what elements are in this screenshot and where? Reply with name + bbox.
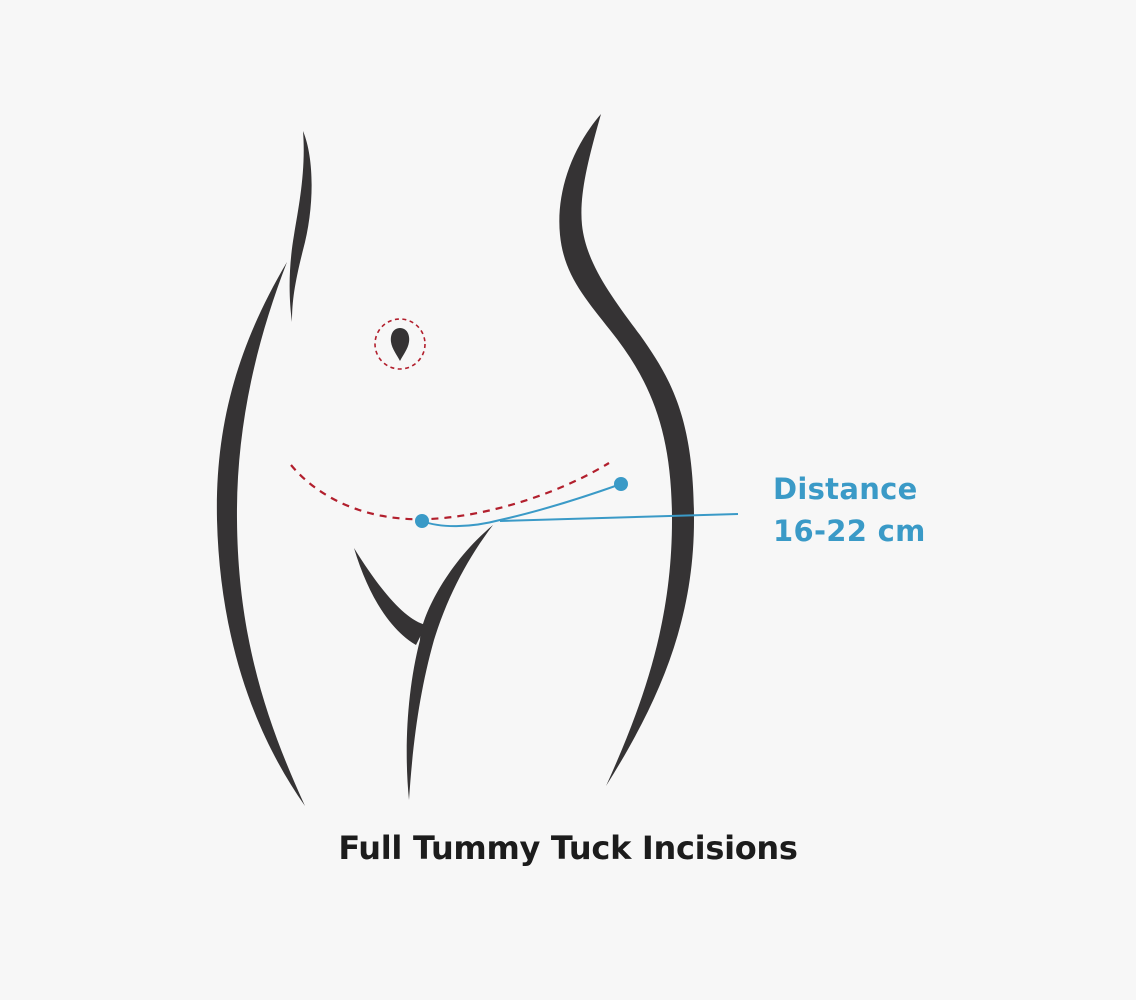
measurement-curve [421, 483, 622, 528]
groin-left-stroke [354, 548, 426, 645]
inner-thigh-stroke [406, 525, 493, 800]
distance-annotation: Distance 16-22 cm [773, 468, 926, 552]
navel-icon [390, 328, 410, 361]
navel-incision-circle [374, 318, 426, 370]
measurement-point-right [614, 477, 628, 491]
distance-label: Distance [773, 472, 918, 506]
diagram-caption: Full Tummy Tuck Incisions [338, 829, 798, 867]
measurement-leader-line [499, 513, 739, 522]
left-waist-stroke [289, 131, 312, 322]
right-hip-stroke [559, 114, 694, 786]
measurement-point-left [415, 514, 429, 528]
left-hip-stroke [216, 262, 305, 806]
distance-value: 16-22 cm [773, 514, 926, 548]
abdominal-incision-arc [290, 462, 610, 521]
